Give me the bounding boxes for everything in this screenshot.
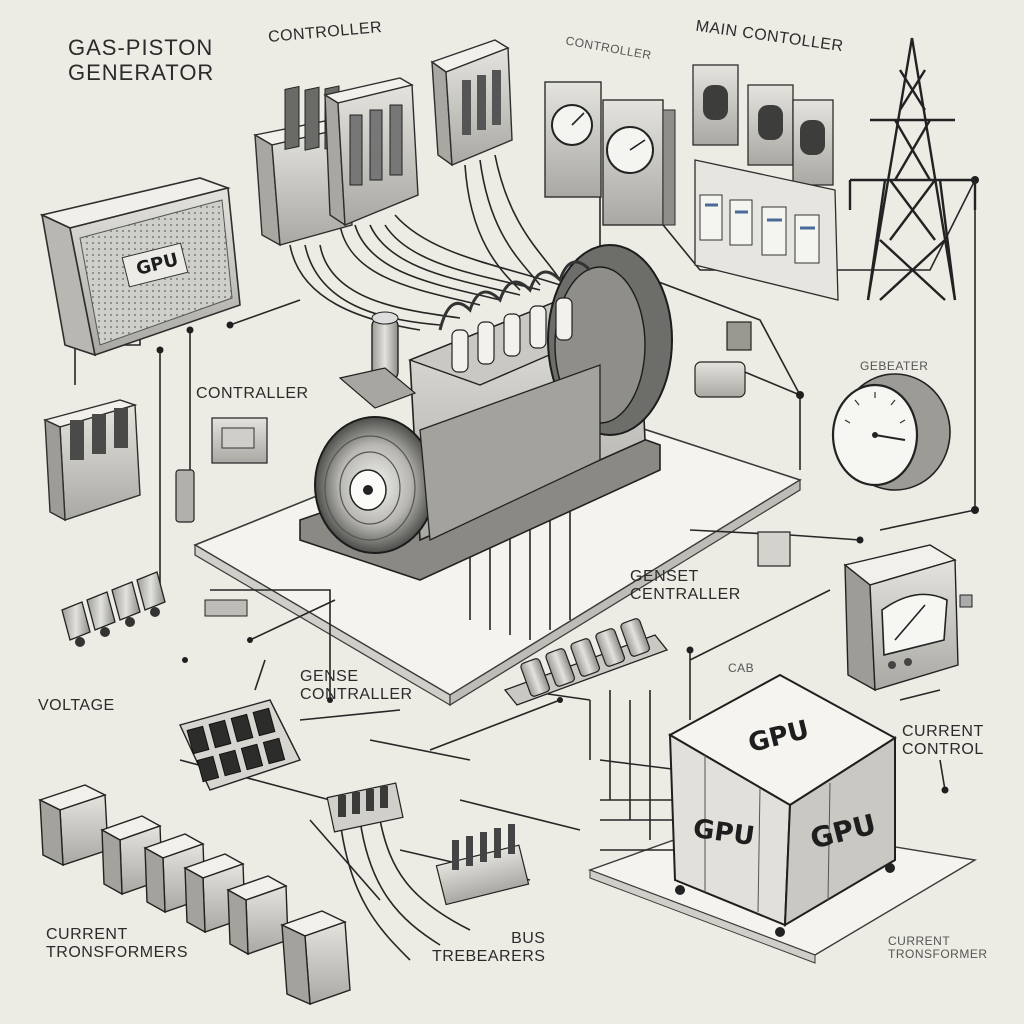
bus-bar-clamps [327, 783, 528, 904]
label-bus-breakers: BUS TREBEARERS [432, 930, 545, 966]
breaker-left [45, 400, 140, 520]
controller-bank-top [255, 78, 418, 245]
breaker-block-black [180, 700, 300, 790]
label-genset-controller: GENSET CENTRALLER [630, 568, 741, 604]
label-voltage: VOLTAGE [38, 697, 115, 715]
controller-unit-top [432, 40, 512, 165]
transmission-tower [850, 38, 975, 300]
label-gense-controller: GENSE CONTRALLER [300, 668, 413, 704]
terminal-clips-left [62, 572, 165, 647]
label-controller-left: CONTRALLER [196, 385, 309, 403]
label-generator-right: GEBEATER [860, 360, 928, 373]
label-current-transformer-right: CURRENT TRONSFORMER [888, 935, 988, 962]
current-transformer-boxes [40, 785, 350, 1004]
label-cab: CAB [728, 662, 754, 675]
label-gas-piston-generator: GAS-PISTON GENERATOR [68, 36, 214, 85]
label-current-transformers: CURRENT TRONSFORMERS [46, 926, 188, 962]
genset-meter-right [845, 545, 972, 690]
gauge-panel-top [545, 82, 675, 225]
main-controller-panels [693, 65, 838, 300]
label-current-control: CURRENT CONTROL [902, 723, 984, 759]
pressure-gauge-right [833, 374, 950, 490]
